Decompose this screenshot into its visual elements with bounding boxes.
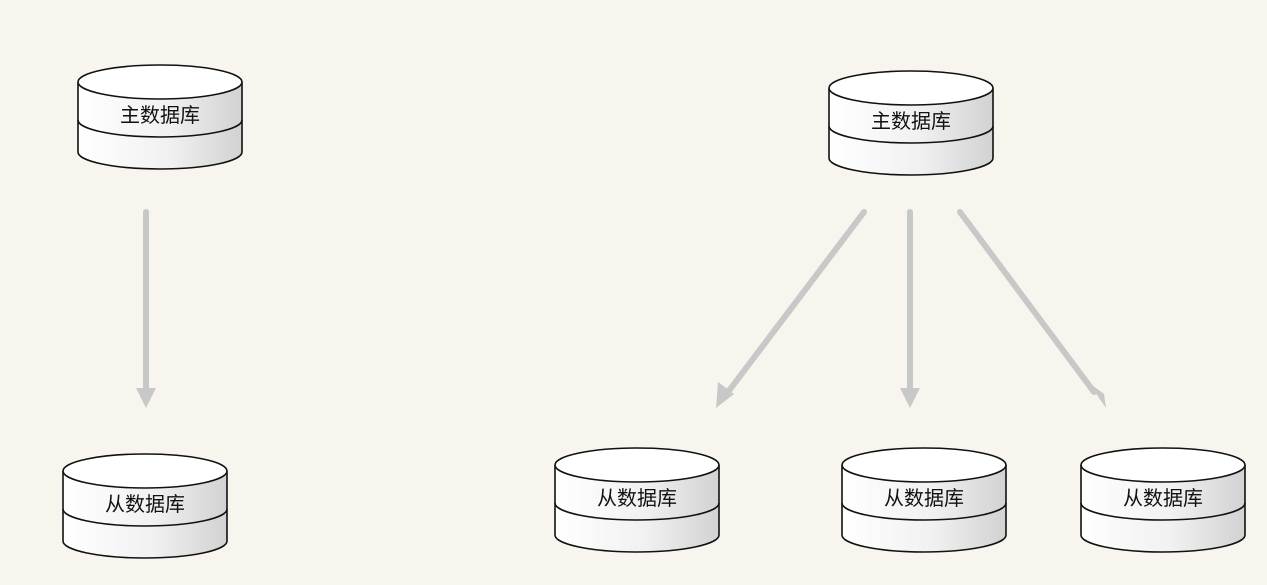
arrow-right-master-to-slave-1: [716, 209, 867, 408]
right-slave-label-2: 从数据库: [884, 486, 964, 510]
right-master-database: 主数据库: [828, 70, 994, 176]
right-slave-label-1: 从数据库: [597, 486, 677, 510]
right-master-label: 主数据库: [871, 109, 951, 133]
arrow-right-master-to-slave-2: [900, 209, 920, 408]
right-slave-database-2: 从数据库: [841, 447, 1007, 553]
right-slave-label-3: 从数据库: [1123, 486, 1203, 510]
left-slave-label: 从数据库: [105, 492, 185, 516]
left-slave-database: 从数据库: [62, 453, 228, 559]
right-slave-database-3: 从数据库: [1080, 447, 1246, 553]
arrow-left-master-to-slave: [136, 209, 156, 408]
left-master-label: 主数据库: [120, 103, 200, 127]
right-slave-database-1: 从数据库: [554, 447, 720, 553]
arrow-right-master-to-slave-3: [957, 209, 1106, 408]
replication-arrows: [136, 209, 1106, 408]
left-master-database: 主数据库: [77, 64, 243, 170]
